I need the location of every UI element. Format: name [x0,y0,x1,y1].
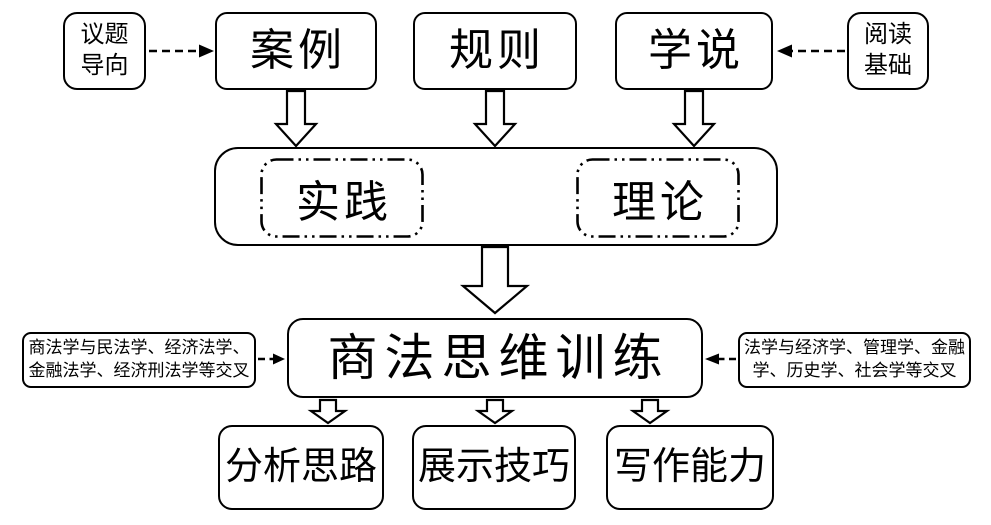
arrow-training-to-presentation [474,398,516,425]
note-right-line2: 学、历史学、社会学等交叉 [752,361,957,380]
node-writing: 写作能力 [606,425,774,510]
note-right-disciplines: 法学与经济学、管理学、金融 学、历史学、社会学等交叉 [738,332,971,388]
arrow-training-to-writing [629,398,671,425]
note-left-line1: 商法学与民法学、经济法学、 [28,338,250,358]
note-right-line1: 法学与经济学、管理学、金融 [744,338,965,358]
node-presentation: 展示技巧 [412,425,576,510]
arrow-topic-to-case [149,44,214,58]
node-theory: 理论 [576,158,740,238]
node-reading-basis-line1: 阅读 [864,21,912,48]
node-rule: 规则 [413,12,577,90]
node-rule-label: 规则 [449,25,545,75]
node-practice: 实践 [260,158,424,238]
arrow-doctrine-down [671,89,717,148]
node-presentation-label: 展示技巧 [417,445,570,488]
node-practice-label: 实践 [296,178,392,227]
note-left-line2: 金融法学、经济刑法学等交叉 [28,361,250,380]
node-case-label: 案例 [250,25,346,75]
node-theory-label: 理论 [612,178,708,227]
node-case: 案例 [215,12,377,90]
arrow-container-to-training [459,245,531,315]
arrow-training-to-analysis [307,398,349,425]
node-topic-orientation: 议题 导向 [63,12,146,90]
note-left-disciplines: 商法学与民法学、经济法学、 金融法学、经济刑法学等交叉 [22,332,256,388]
node-analysis-label: 分析思路 [224,445,377,488]
arrow-note-left-to-training [258,353,285,365]
node-analysis: 分析思路 [218,425,384,510]
node-doctrine: 学说 [615,12,773,90]
arrow-case-down [273,89,319,148]
theory-dash-border [576,158,740,238]
node-doctrine-label: 学说 [648,25,744,75]
node-training-label: 商法思维训练 [327,329,670,386]
arrow-reading-to-doctrine [777,44,845,58]
arrow-note-right-to-training [705,353,736,365]
node-topic-orientation-line2: 导向 [80,53,129,79]
practice-dash-border [260,158,424,238]
node-reading-basis-line2: 基础 [864,53,912,79]
node-writing-label: 写作能力 [613,445,766,488]
arrow-rule-down [472,89,518,148]
node-reading-basis: 阅读 基础 [847,12,929,90]
node-topic-orientation-line1: 议题 [80,21,129,48]
node-training: 商法思维训练 [287,318,703,398]
